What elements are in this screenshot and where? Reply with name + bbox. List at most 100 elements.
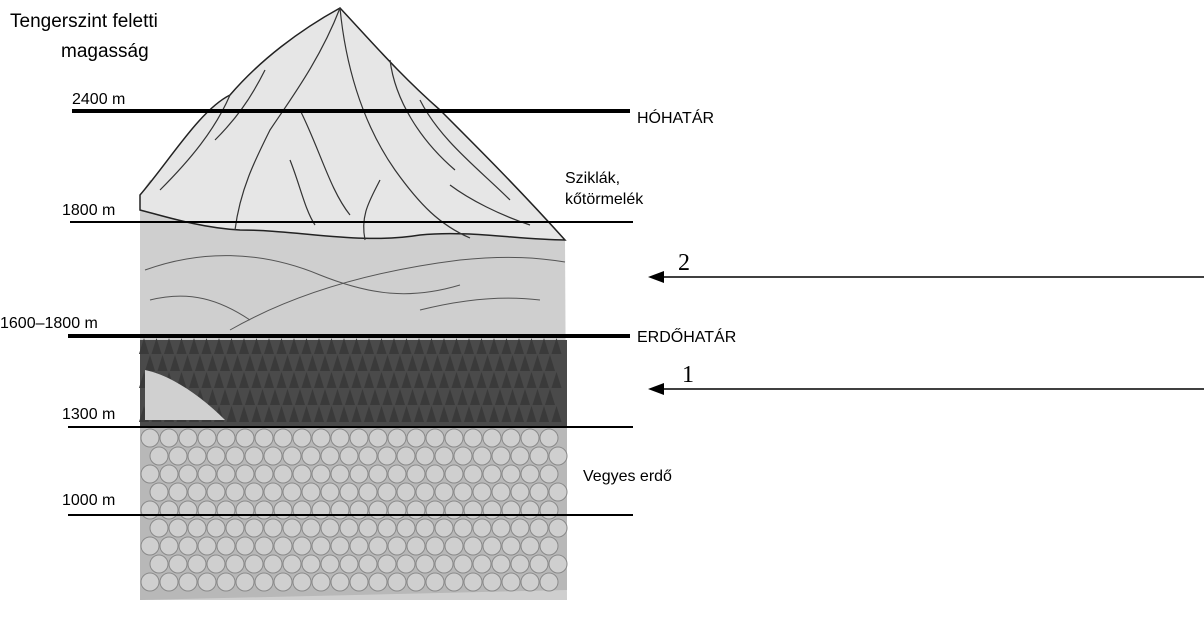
broadleaf-tree xyxy=(160,465,178,483)
broadleaf-tree xyxy=(350,573,368,591)
broadleaf-tree xyxy=(274,429,292,447)
broadleaf-tree xyxy=(293,573,311,591)
broadleaf-tree xyxy=(150,483,168,501)
broadleaf-tree xyxy=(207,519,225,537)
marker-number-2: 2 xyxy=(678,250,690,276)
broadleaf-tree xyxy=(445,573,463,591)
broadleaf-tree xyxy=(483,465,501,483)
broadleaf-tree xyxy=(388,429,406,447)
broadleaf-tree xyxy=(416,447,434,465)
broadleaf-tree xyxy=(141,501,159,519)
broadleaf-tree xyxy=(359,447,377,465)
broadleaf-tree xyxy=(483,501,501,519)
broadleaf-tree xyxy=(226,555,244,573)
broadleaf-tree xyxy=(169,483,187,501)
broadleaf-tree xyxy=(350,537,368,555)
broadleaf-tree xyxy=(416,555,434,573)
broadleaf-tree xyxy=(255,573,273,591)
broadleaf-tree xyxy=(369,537,387,555)
broadleaf-tree xyxy=(407,429,425,447)
broadleaf-tree xyxy=(312,573,330,591)
broadleaf-tree xyxy=(492,447,510,465)
broadleaf-tree xyxy=(359,555,377,573)
broadleaf-tree xyxy=(511,447,529,465)
broadleaf-tree xyxy=(331,501,349,519)
broadleaf-tree xyxy=(540,429,558,447)
broadleaf-tree xyxy=(530,555,548,573)
broadleaf-tree xyxy=(283,519,301,537)
broadleaf-tree xyxy=(236,501,254,519)
broadleaf-tree xyxy=(445,429,463,447)
broadleaf-tree xyxy=(150,555,168,573)
broadleaf-tree xyxy=(530,519,548,537)
broadleaf-tree xyxy=(255,465,273,483)
broadleaf-tree xyxy=(188,447,206,465)
zone-label-tree-line: ERDŐHATÁR xyxy=(637,327,736,346)
broadleaf-tree xyxy=(312,501,330,519)
broadleaf-tree xyxy=(502,537,520,555)
broadleaf-tree xyxy=(312,429,330,447)
broadleaf-tree xyxy=(464,573,482,591)
broadleaf-tree xyxy=(302,519,320,537)
altitude-label-2400: 2400 m xyxy=(72,91,125,108)
broadleaf-tree xyxy=(445,501,463,519)
broadleaf-tree xyxy=(226,447,244,465)
broadleaf-tree xyxy=(492,483,510,501)
broadleaf-tree xyxy=(483,429,501,447)
altitude-label-1600-1800: 1600–1800 m xyxy=(0,315,98,332)
zone-label-mixed-forest: Vegyes erdő xyxy=(583,468,672,485)
broadleaf-tree xyxy=(521,501,539,519)
broadleaf-tree xyxy=(340,483,358,501)
broadleaf-tree xyxy=(464,501,482,519)
broadleaf-tree xyxy=(369,429,387,447)
broadleaf-tree xyxy=(141,465,159,483)
broadleaf-tree xyxy=(179,465,197,483)
broadleaf-tree xyxy=(378,555,396,573)
broadleaf-tree xyxy=(255,429,273,447)
broadleaf-tree xyxy=(160,429,178,447)
broadleaf-tree xyxy=(397,447,415,465)
broadleaf-tree xyxy=(207,483,225,501)
broadleaf-tree xyxy=(521,573,539,591)
broadleaf-tree xyxy=(521,465,539,483)
altitude-label-1000: 1000 m xyxy=(62,492,115,509)
marker-2: 2 xyxy=(648,250,1204,283)
broadleaf-tree xyxy=(378,483,396,501)
broadleaf-tree xyxy=(483,537,501,555)
broadleaf-tree xyxy=(416,483,434,501)
broadleaf-tree xyxy=(407,573,425,591)
broadleaf-tree xyxy=(302,555,320,573)
broadleaf-tree xyxy=(141,573,159,591)
broadleaf-tree xyxy=(245,483,263,501)
altitude-label-1300: 1300 m xyxy=(62,406,115,423)
broadleaf-tree xyxy=(426,465,444,483)
broadleaf-tree xyxy=(236,537,254,555)
broadleaf-tree xyxy=(426,429,444,447)
broadleaf-trees xyxy=(141,429,567,591)
broadleaf-tree xyxy=(217,465,235,483)
broadleaf-tree xyxy=(521,537,539,555)
broadleaf-tree xyxy=(473,447,491,465)
broadleaf-tree xyxy=(549,519,567,537)
broadleaf-tree xyxy=(283,483,301,501)
broadleaf-tree xyxy=(454,519,472,537)
broadleaf-tree xyxy=(198,465,216,483)
broadleaf-tree xyxy=(502,465,520,483)
zone-label-rocks-line-1: Sziklák, xyxy=(565,170,620,187)
broadleaf-tree xyxy=(464,429,482,447)
broadleaf-tree xyxy=(302,447,320,465)
broadleaf-tree xyxy=(160,573,178,591)
broadleaf-tree xyxy=(502,501,520,519)
broadleaf-tree xyxy=(198,537,216,555)
broadleaf-tree xyxy=(388,573,406,591)
broadleaf-tree xyxy=(540,465,558,483)
broadleaf-tree xyxy=(169,447,187,465)
broadleaf-tree xyxy=(321,483,339,501)
broadleaf-tree xyxy=(169,555,187,573)
broadleaf-tree xyxy=(293,501,311,519)
broadleaf-tree xyxy=(350,501,368,519)
broadleaf-tree xyxy=(397,555,415,573)
broadleaf-tree xyxy=(359,519,377,537)
broadleaf-tree xyxy=(549,483,567,501)
broadleaf-tree xyxy=(321,555,339,573)
